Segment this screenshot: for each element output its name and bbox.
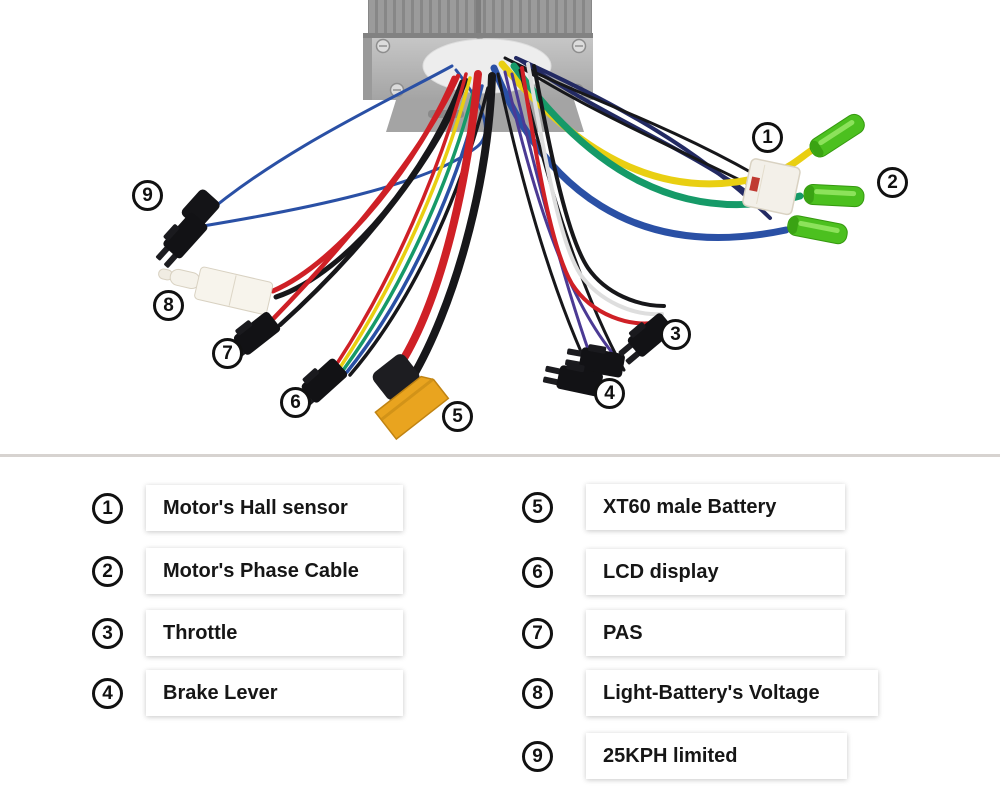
product-photo: 1 2 3 4 5 6 7 8 9: [132, 0, 908, 441]
phase-bullet-connector-blue: [785, 213, 850, 246]
photo-marker-3: 3: [660, 319, 691, 350]
legend-label-2: Motor's Phase Cable: [146, 548, 403, 594]
photo-marker-6: 6: [280, 387, 311, 418]
photo-marker-1: 1: [752, 122, 783, 153]
legend-row-5: 5 XT60 male Battery: [522, 484, 845, 530]
legend-num-4: 4: [92, 677, 123, 709]
phase-bullet-connector-yellow: [806, 110, 869, 161]
light-voltage-connector: [158, 266, 274, 315]
speed-limit-connector: [149, 189, 220, 271]
legend-row-9: 9 25KPH limited: [522, 733, 847, 779]
photo-marker-7: 7: [212, 338, 243, 369]
legend-label-7: PAS: [586, 610, 845, 656]
wire-harness: [198, 56, 816, 390]
photo-marker-8: 8: [153, 290, 184, 321]
battery-wire-red: [394, 70, 482, 372]
legend-label-9: 25KPH limited: [586, 733, 847, 779]
legend-label-6: LCD display: [586, 549, 845, 595]
legend-label-8: Light-Battery's Voltage: [586, 670, 878, 716]
legend-num-1: 1: [92, 492, 123, 524]
photo-marker-4: 4: [594, 378, 625, 409]
battery-wire-black: [408, 72, 496, 382]
legend-row-4: 4 Brake Lever: [92, 670, 403, 716]
legend-row-1: 1 Motor's Hall sensor: [92, 485, 403, 531]
legend-row-6: 6 LCD display: [522, 549, 845, 595]
legend-num-9: 9: [522, 740, 553, 772]
legend-row-2: 2 Motor's Phase Cable: [92, 548, 403, 594]
legend-num-7: 7: [522, 617, 553, 649]
legend-num-6: 6: [522, 556, 553, 588]
hall-sensor-connector: [742, 158, 801, 216]
legend-label-4: Brake Lever: [146, 670, 403, 716]
photo-marker-2: 2: [877, 167, 908, 198]
legend-num-2: 2: [92, 555, 123, 587]
xt60-battery-connector: [372, 354, 450, 441]
legend-row-7: 7 PAS: [522, 610, 845, 656]
photo-marker-5: 5: [442, 401, 473, 432]
section-divider: [0, 454, 1000, 457]
legend-label-5: XT60 male Battery: [586, 484, 845, 530]
controller-box: [363, 0, 593, 132]
legend-num-5: 5: [522, 491, 553, 523]
legend-label-3: Throttle: [146, 610, 403, 656]
controller-wiring-illustration: [149, 0, 869, 441]
legend: 1 Motor's Hall sensor 2 Motor's Phase Ca…: [0, 457, 1000, 800]
legend-num-3: 3: [92, 617, 123, 649]
legend-label-1: Motor's Hall sensor: [146, 485, 403, 531]
legend-num-8: 8: [522, 677, 553, 709]
photo-marker-9: 9: [132, 180, 163, 211]
legend-row-3: 3 Throttle: [92, 610, 403, 656]
legend-row-8: 8 Light-Battery's Voltage: [522, 670, 878, 716]
phase-bullet-connector-green: [802, 183, 865, 208]
